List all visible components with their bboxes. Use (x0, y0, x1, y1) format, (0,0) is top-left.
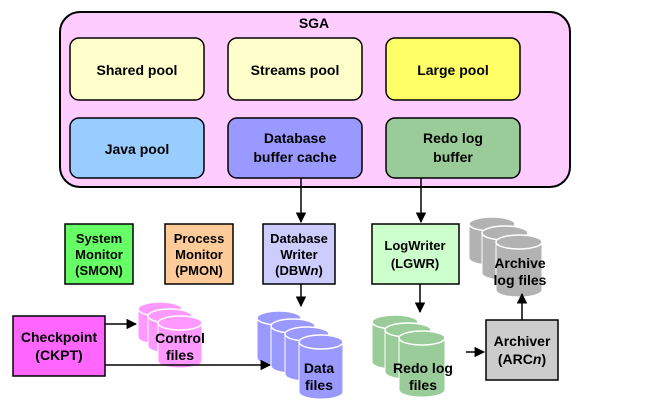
streams-pool-label: Streams pool (251, 62, 340, 78)
archive-log-files-stack (468, 216, 543, 298)
db-buffer-cache-line1: Database (264, 130, 326, 146)
smon-line3: (SMON) (75, 263, 123, 278)
arcn-line2: (ARCn) (498, 351, 546, 367)
connectors (105, 178, 528, 371)
control-cylinder (157, 315, 203, 369)
java-pool-box: Java pool (69, 117, 205, 179)
lgwr-box: LogWriter (LGWR) (371, 223, 460, 285)
shared-pool-label: Shared pool (97, 62, 178, 78)
redo-log-buffer-line2: buffer (433, 149, 473, 165)
pmon-line1: Process (174, 231, 225, 246)
redo-log-buffer-line1: Redo log (423, 130, 483, 146)
redo-log-buffer-box: Redo log buffer (385, 117, 521, 179)
archive-files-line1: Archive (494, 255, 546, 271)
java-pool-label: Java pool (105, 141, 170, 157)
data-files-line2: files (305, 377, 333, 393)
dbwn-line1: Database (270, 231, 328, 246)
smon-box: System Monitor (SMON) (64, 223, 134, 285)
redo-log-files-stack (371, 314, 446, 398)
pmon-line2: Monitor (175, 247, 223, 262)
data-cylinder (298, 334, 344, 400)
data-files-stack (256, 310, 344, 400)
control-files-stack (137, 301, 203, 369)
archive-files-line2: log files (494, 272, 547, 288)
lgwr-line2: (LGWR) (391, 256, 439, 271)
control-files-line2: files (166, 347, 194, 363)
large-pool-label: Large pool (417, 62, 489, 78)
dbwn-box: Database Writer (DBWn) (262, 223, 336, 285)
smon-line2: Monitor (75, 247, 123, 262)
redo-files-line1: Redo log (393, 360, 453, 376)
lgwr-line1: LogWriter (384, 238, 445, 253)
redo-cylinder (398, 330, 446, 398)
dbwn-line2: Writer (280, 247, 317, 262)
redo-files-line2: files (409, 377, 437, 393)
shared-pool-box: Shared pool (69, 37, 205, 101)
arcn-box: Archiver (ARCn) (485, 319, 559, 381)
ckpt-line1: Checkpoint (21, 329, 98, 345)
ckpt-box: Checkpoint (CKPT) (12, 315, 106, 377)
db-buffer-cache-line2: buffer cache (253, 149, 336, 165)
dbwn-line3: (DBWn) (275, 263, 323, 278)
smon-line1: System (76, 231, 122, 246)
streams-pool-box: Streams pool (227, 37, 363, 101)
control-files-line1: Control (155, 330, 205, 346)
archive-cylinder (495, 234, 543, 298)
db-buffer-cache-box: Database buffer cache (227, 117, 363, 179)
ckpt-line2: (CKPT) (35, 347, 82, 363)
arcn-line1: Archiver (494, 333, 551, 349)
pmon-box: Process Monitor (PMON) (164, 223, 234, 285)
sga-title: SGA (299, 15, 329, 31)
large-pool-box: Large pool (385, 37, 521, 101)
data-files-line1: Data (304, 360, 335, 376)
pmon-line3: (PMON) (175, 263, 223, 278)
